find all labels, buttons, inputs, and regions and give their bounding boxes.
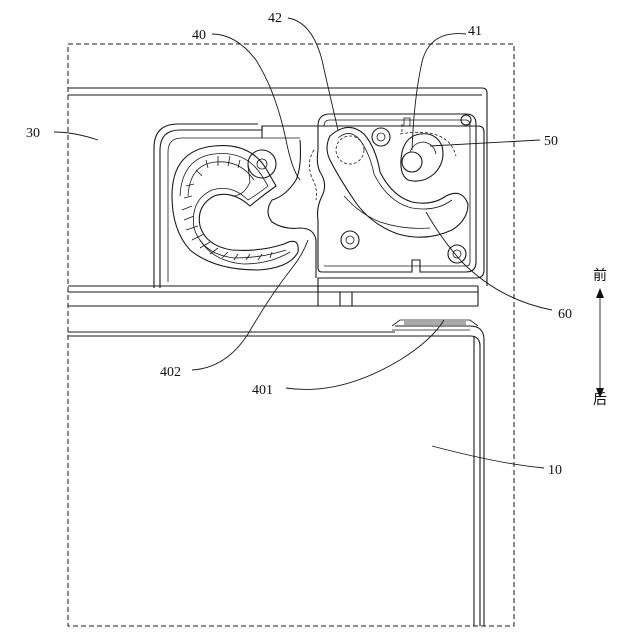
pin-50 bbox=[402, 152, 422, 172]
label-10: 10 bbox=[548, 463, 562, 478]
label-41: 41 bbox=[468, 24, 482, 39]
label-401: 401 bbox=[252, 383, 273, 398]
label-50: 50 bbox=[544, 134, 558, 149]
lower-member-10 bbox=[68, 320, 484, 626]
guide-slot bbox=[327, 127, 468, 237]
direction-front-label: 前 bbox=[593, 267, 607, 284]
screw-bottom-right bbox=[448, 245, 466, 263]
leader-lines bbox=[54, 18, 604, 468]
label-30: 30 bbox=[26, 126, 40, 141]
seal-strip bbox=[392, 320, 478, 326]
label-60: 60 bbox=[558, 307, 572, 322]
screw-mid-left bbox=[341, 231, 359, 249]
screw-top bbox=[372, 128, 390, 146]
label-402: 402 bbox=[160, 365, 181, 380]
dashed-boundary bbox=[68, 44, 514, 626]
label-42: 42 bbox=[268, 11, 282, 26]
upper-member-30 bbox=[68, 88, 487, 332]
hinge-plate-40 bbox=[317, 114, 476, 306]
slot-42 bbox=[336, 136, 364, 164]
direction-back-label: 后 bbox=[593, 392, 607, 408]
label-40: 40 bbox=[192, 28, 206, 43]
